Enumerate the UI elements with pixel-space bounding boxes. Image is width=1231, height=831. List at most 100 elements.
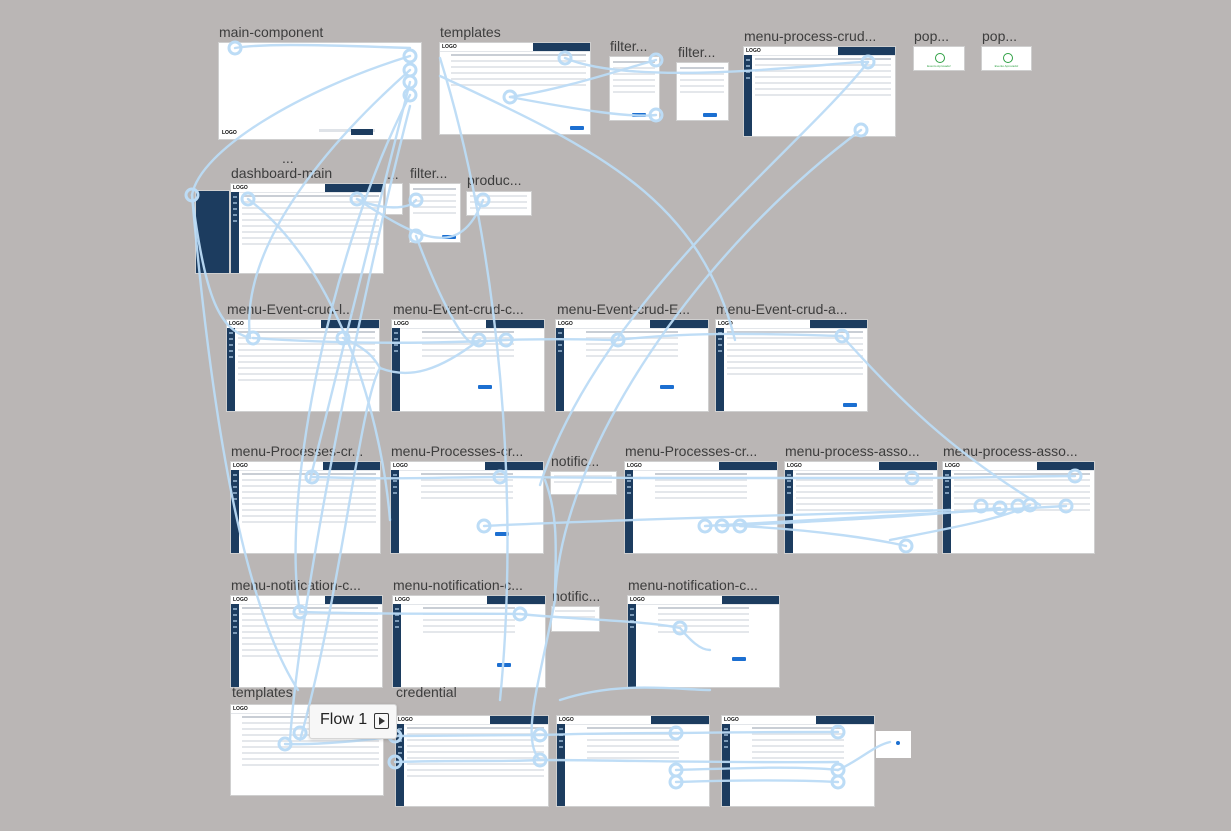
- logo: LOGO: [222, 130, 237, 136]
- frame-processes-create[interactable]: LOGO: [391, 462, 543, 553]
- save-button[interactable]: [478, 385, 492, 389]
- frame-notification-edit[interactable]: LOGO: [628, 596, 779, 687]
- save-button[interactable]: [570, 126, 584, 130]
- frame-process-associate-form[interactable]: LOGO: [943, 462, 1094, 553]
- check-icon: [935, 53, 945, 63]
- logo: LOGO: [945, 463, 960, 469]
- frame-label[interactable]: credential: [396, 684, 457, 700]
- frame-label[interactable]: menu-Event-crud-E...: [557, 301, 691, 317]
- frame-main-component[interactable]: LOGO: [219, 43, 421, 139]
- frame-credential-edit[interactable]: LOGO: [722, 716, 874, 806]
- frame-label[interactable]: main-component: [219, 24, 324, 40]
- logo: LOGO: [233, 597, 248, 603]
- logo: LOGO: [718, 321, 733, 327]
- logo: LOGO: [398, 717, 413, 723]
- logo: LOGO: [442, 44, 457, 50]
- frame-label[interactable]: filter...: [410, 165, 448, 181]
- frame-dashboard-main[interactable]: LOGO: [231, 184, 383, 273]
- frame-label[interactable]: menu-Event-crud-l...: [227, 301, 354, 317]
- frame-event-list[interactable]: LOGO: [227, 320, 379, 411]
- frame-label[interactable]: filter...: [610, 38, 648, 54]
- selected-date[interactable]: [896, 741, 900, 745]
- frame-label[interactable]: produc...: [467, 172, 522, 188]
- frame-label[interactable]: filter...: [678, 44, 716, 60]
- frame-label[interactable]: templates: [440, 24, 501, 40]
- frame-templates[interactable]: LOGO: [440, 43, 590, 134]
- apply-button[interactable]: [442, 235, 456, 239]
- logo: LOGO: [746, 48, 761, 54]
- frame-notification-list[interactable]: [551, 472, 616, 494]
- save-button[interactable]: [732, 657, 746, 661]
- save-button[interactable]: [495, 532, 509, 536]
- logo: LOGO: [393, 463, 408, 469]
- frame-label[interactable]: pop...: [982, 28, 1018, 44]
- play-icon[interactable]: [374, 713, 389, 729]
- frame-filter[interactable]: [410, 184, 460, 242]
- frame-label[interactable]: menu-process-asso...: [785, 443, 920, 459]
- calendar-popup[interactable]: [876, 731, 911, 758]
- connection-line: [308, 80, 412, 482]
- frame-label[interactable]: dashboard-main: [231, 165, 333, 181]
- frame-label[interactable]: menu-process-crud...: [744, 28, 877, 44]
- frame-filter[interactable]: [677, 63, 728, 120]
- logo: LOGO: [233, 706, 248, 712]
- frame-label[interactable]: menu-process-asso...: [943, 443, 1078, 459]
- popup-text: Evento Aprovado!: [994, 64, 1019, 68]
- logo: LOGO: [630, 597, 645, 603]
- frame-label[interactable]: menu-Event-crud-c...: [393, 301, 524, 317]
- side-menu-overlay[interactable]: [196, 191, 229, 273]
- frame-label[interactable]: menu-Processes-cr...: [391, 443, 524, 459]
- frame-menu-process-crud[interactable]: LOGO: [744, 47, 895, 136]
- frame-processes-list[interactable]: LOGO: [231, 462, 380, 553]
- frame-label[interactable]: menu-notification-c...: [393, 577, 523, 593]
- frame-label[interactable]: pop...: [914, 28, 950, 44]
- save-button[interactable]: [843, 403, 857, 407]
- frame-label[interactable]: ...: [387, 166, 399, 182]
- frame-product-list[interactable]: [467, 192, 531, 215]
- frame-popup[interactable]: Evento Aprovado!: [982, 47, 1031, 70]
- apply-button[interactable]: [632, 113, 646, 117]
- frame-event-associate[interactable]: LOGO: [716, 320, 867, 411]
- apply-button[interactable]: [703, 113, 717, 117]
- frame-menu[interactable]: [386, 184, 402, 214]
- flow-label: Flow 1: [320, 711, 368, 728]
- logo: LOGO: [724, 717, 739, 723]
- logo: LOGO: [233, 185, 248, 191]
- frame-filter[interactable]: [610, 57, 659, 120]
- save-button[interactable]: [660, 385, 674, 389]
- frame-credential[interactable]: LOGO: [396, 716, 548, 806]
- frame-notification-list[interactable]: [552, 607, 599, 631]
- save-button[interactable]: [497, 663, 511, 667]
- frame-event-create[interactable]: LOGO: [392, 320, 544, 411]
- frame-process-associate[interactable]: LOGO: [785, 462, 937, 553]
- pagination-active: [351, 129, 373, 135]
- frame-processes-edit[interactable]: LOGO: [625, 462, 777, 553]
- frame-label[interactable]: ...: [282, 150, 294, 166]
- frame-credential-form[interactable]: LOGO: [557, 716, 709, 806]
- logo: LOGO: [787, 463, 802, 469]
- frame-label[interactable]: menu-Event-crud-a...: [716, 301, 848, 317]
- frame-label[interactable]: menu-Processes-cr...: [231, 443, 364, 459]
- logo: LOGO: [229, 321, 244, 327]
- frame-label[interactable]: templates: [232, 684, 293, 700]
- logo: LOGO: [558, 321, 573, 327]
- popup-text: Evento Aprovado!: [927, 64, 951, 68]
- logo: LOGO: [627, 463, 642, 469]
- frame-label[interactable]: menu-notification-c...: [628, 577, 758, 593]
- frame-label[interactable]: notific...: [552, 588, 601, 604]
- flow-starting-point[interactable]: Flow 1: [309, 704, 397, 739]
- frame-label[interactable]: menu-Processes-cr...: [625, 443, 758, 459]
- logo: LOGO: [394, 321, 409, 327]
- connection-line: [558, 686, 712, 702]
- frame-popup[interactable]: Evento Aprovado!: [914, 47, 964, 70]
- frame-label[interactable]: menu-notification-c...: [231, 577, 361, 593]
- connection-line: [543, 478, 557, 602]
- frame-notification-create[interactable]: LOGO: [393, 596, 545, 687]
- logo: LOGO: [559, 717, 574, 723]
- frame-notification-list[interactable]: LOGO: [231, 596, 382, 687]
- check-icon: [1002, 53, 1013, 63]
- frame-event-edit[interactable]: LOGO: [556, 320, 708, 411]
- frame-label[interactable]: notific...: [551, 453, 600, 469]
